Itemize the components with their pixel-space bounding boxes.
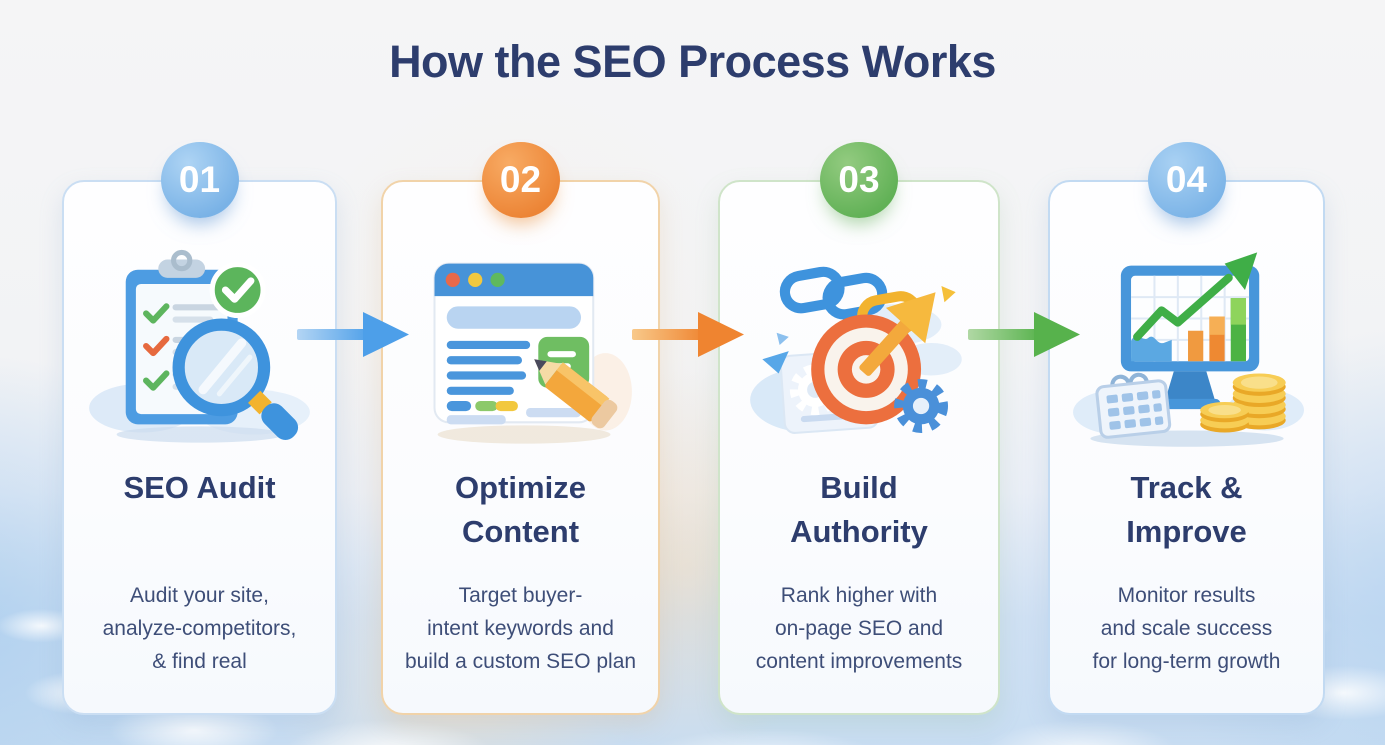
step-title: Optimize Content bbox=[455, 470, 586, 550]
page-title: How the SEO Process Works bbox=[389, 36, 996, 87]
arrow-step3-to-step4-icon bbox=[968, 312, 1080, 357]
step-card-track-improve: 04 bbox=[1048, 142, 1325, 715]
step-number-badge: 04 bbox=[1147, 142, 1226, 218]
step-card-optimize-content: 02 bbox=[381, 142, 660, 715]
step-illustration bbox=[1050, 232, 1323, 460]
step-illustration bbox=[64, 232, 335, 460]
step-title: SEO Audit bbox=[123, 470, 276, 505]
step-number-badge: 01 bbox=[160, 142, 239, 218]
step-description: Audit your site, analyze-competitors, & … bbox=[102, 584, 297, 673]
browser-pencil-icon bbox=[433, 262, 632, 444]
step-card-build-authority: 03 bbox=[718, 142, 1000, 715]
step-number: 02 bbox=[499, 159, 542, 200]
step-description: Target buyer- intent keywords and build … bbox=[404, 584, 637, 673]
clipboard-checklist-magnifier-icon bbox=[88, 249, 310, 443]
step-illustration bbox=[383, 232, 658, 460]
arrow-step1-to-step2-icon bbox=[297, 312, 409, 357]
arrow-step2-to-step3-icon bbox=[632, 312, 744, 357]
step-description: Monitor results and scale success for lo… bbox=[1092, 584, 1281, 673]
analytics-monitor-coins-icon bbox=[1072, 252, 1304, 447]
step-number-badge: 03 bbox=[820, 142, 898, 218]
step-title: Track & Improve bbox=[1126, 470, 1247, 550]
step-description: Rank higher with on-page SEO and content… bbox=[755, 584, 963, 673]
step-illustration bbox=[720, 232, 998, 460]
step-number-badge: 02 bbox=[481, 142, 560, 218]
step-number: 01 bbox=[178, 159, 221, 200]
step-card-seo-audit: 01 bbox=[62, 142, 337, 715]
step-title: Build Authority bbox=[790, 470, 928, 550]
step-number: 04 bbox=[1165, 159, 1208, 200]
step-number: 03 bbox=[838, 159, 880, 200]
target-arrow-links-icon bbox=[750, 266, 962, 434]
